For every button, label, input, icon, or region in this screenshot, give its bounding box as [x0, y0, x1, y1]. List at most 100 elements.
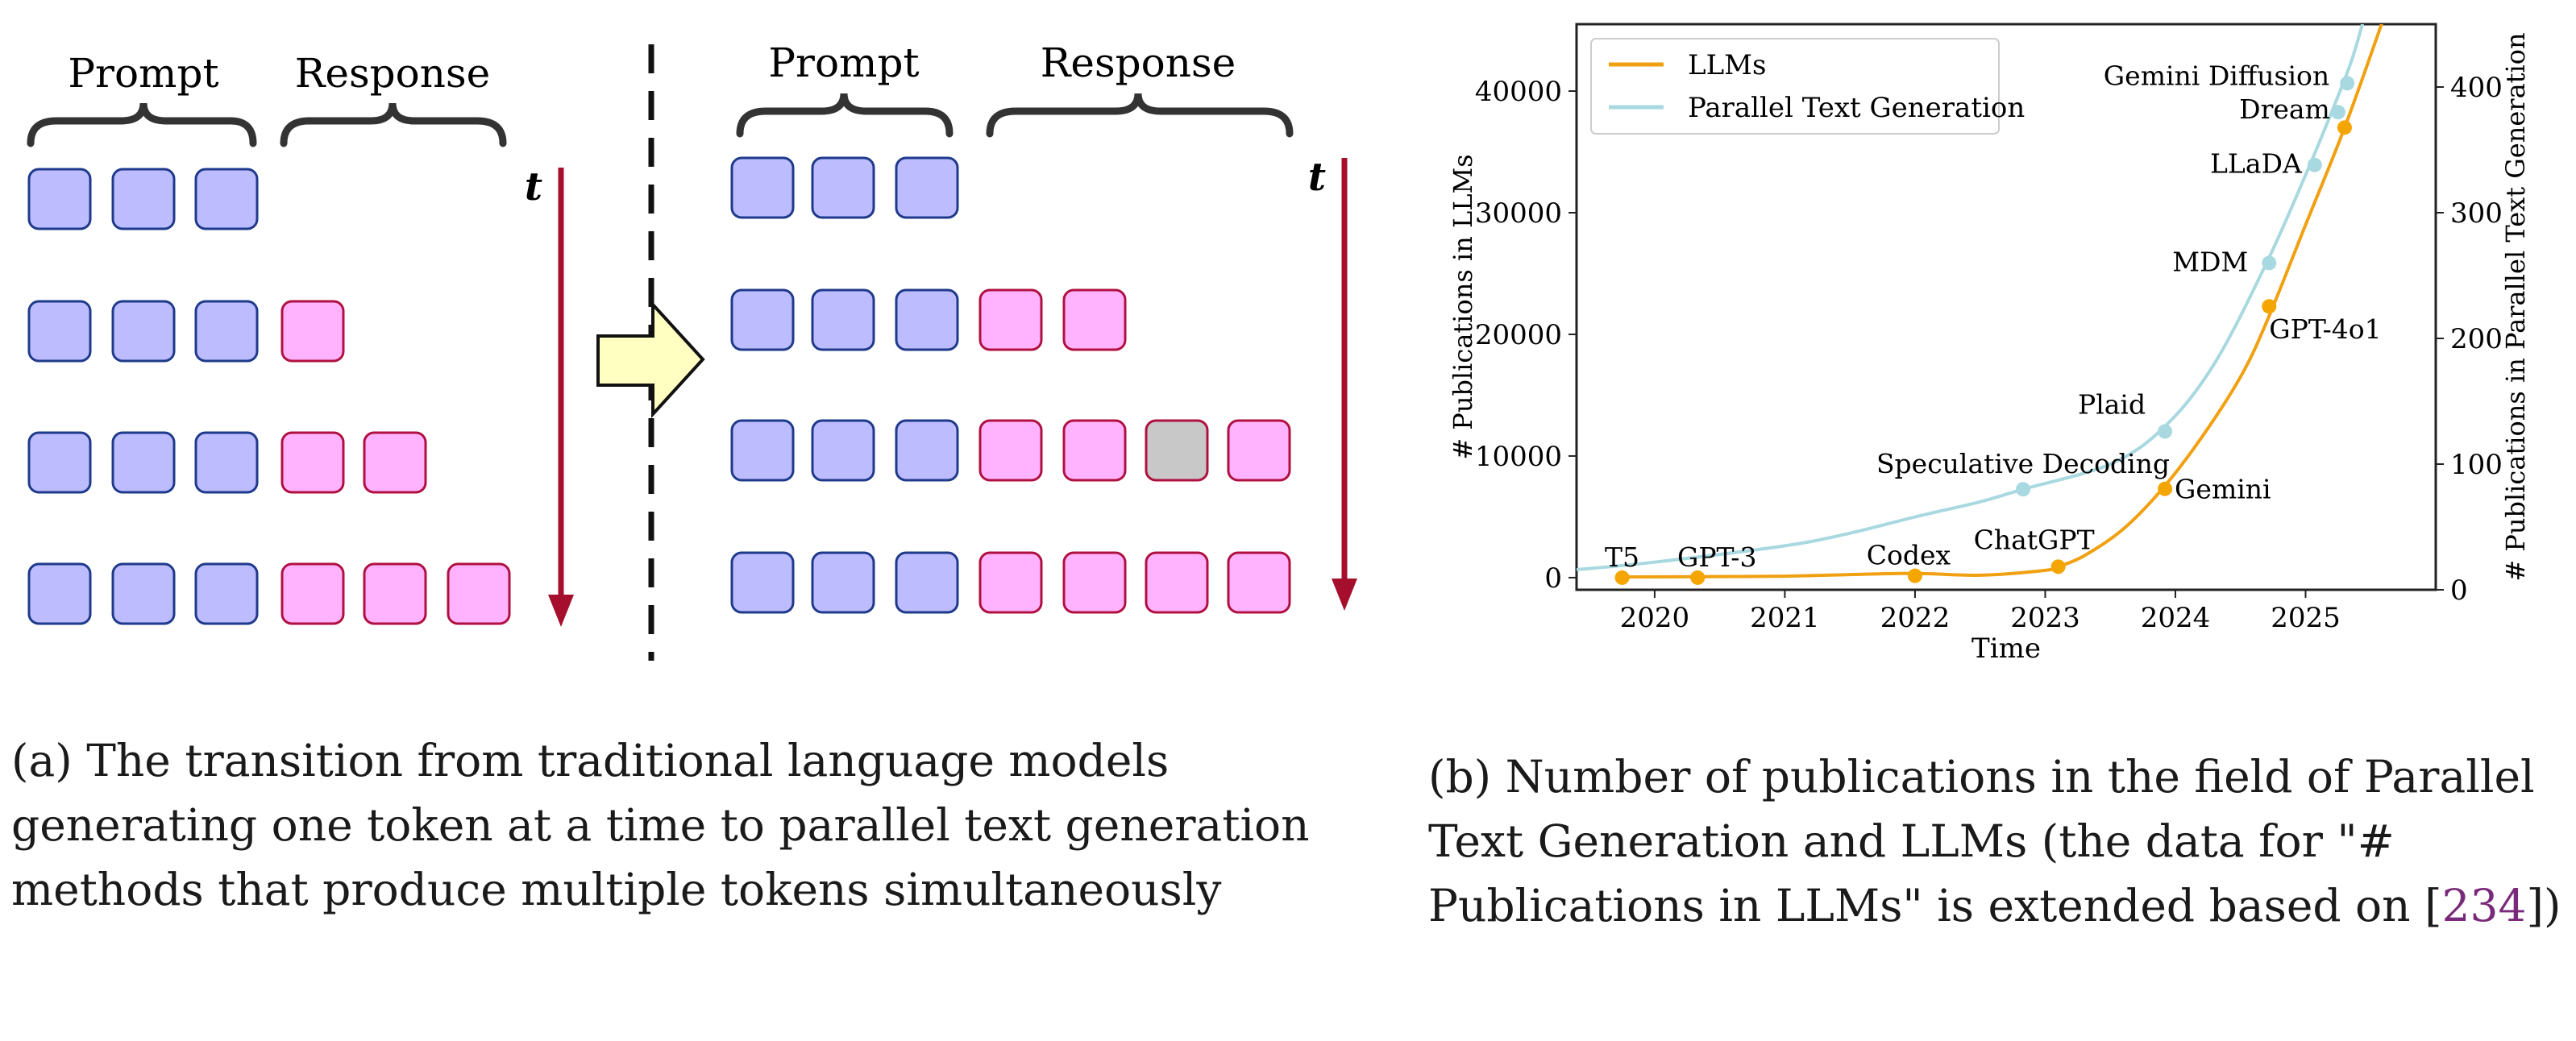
- right-row4-prompt-token: [811, 551, 875, 614]
- point-label: MDM: [2172, 246, 2248, 277]
- llm-data-point: [1907, 568, 1922, 583]
- point-label: LLaDA: [2210, 148, 2303, 180]
- llm-data-point: [2050, 559, 2066, 574]
- left-prompt-brace: [27, 102, 257, 147]
- transition-arrow: [596, 300, 705, 419]
- right-row2-prompt-token: [895, 288, 959, 351]
- llm-data-point: [2337, 120, 2352, 135]
- point-label: T5: [1605, 541, 1639, 573]
- left-time-label: t: [525, 164, 542, 209]
- right-row3-response-token: [1062, 419, 1127, 482]
- left-row4-response-token: [280, 562, 345, 625]
- y-left-tick-label: 30000: [1475, 197, 1562, 230]
- left-row2-prompt-token: [111, 300, 176, 363]
- point-label: GPT-4o1: [2269, 313, 2381, 345]
- right-prompt-brace: [736, 93, 954, 138]
- y-right-tick-label: 0: [2450, 574, 2468, 607]
- caption-b-text-end: ]): [2526, 880, 2561, 931]
- left-row3-prompt-token: [27, 431, 92, 494]
- x-tick-label: 2021: [1750, 602, 1820, 634]
- left-row4-prompt-token: [111, 562, 176, 625]
- left-row3-response-token: [280, 431, 345, 494]
- ptg-series-line: [1577, 24, 2365, 572]
- left-response-header: Response: [295, 50, 490, 97]
- left-row4-prompt-token: [27, 562, 92, 625]
- left-row3-prompt-token: [194, 431, 259, 494]
- point-label: GPT-3: [1677, 541, 1756, 573]
- right-response-brace: [986, 93, 1294, 138]
- right-row3-prompt-token: [730, 419, 795, 482]
- point-label: Plaid: [2078, 388, 2146, 420]
- left-prompt-header: Prompt: [68, 50, 218, 97]
- legend-box: [1590, 38, 2000, 135]
- right-row2-response-token: [1062, 288, 1127, 351]
- left-row4-response-token: [363, 562, 427, 625]
- y-right-tick-label: 100: [2450, 449, 2503, 481]
- legend-ptg-label: Parallel Text Generation: [1688, 92, 2025, 124]
- ptg-data-point: [2158, 424, 2173, 439]
- point-label: Dream: [2239, 93, 2330, 125]
- right-row3-masked-token: [1145, 419, 1209, 482]
- caption-a-tag: (a): [11, 735, 73, 786]
- right-row3-response-token: [978, 419, 1043, 482]
- left-row3-prompt-token: [111, 431, 176, 494]
- legend-llm-label: LLMs: [1688, 49, 1766, 81]
- point-label: Gemini Diffusion: [2104, 60, 2329, 91]
- caption-a: (a) The transition from traditional lang…: [11, 728, 1381, 922]
- y-left-tick-label: 20000: [1475, 319, 1562, 351]
- chart-legend: LLMs Parallel Text Generation: [1590, 38, 2025, 135]
- caption-b: (b) Number of publications in the field …: [1428, 744, 2565, 938]
- right-row4-response-token: [1062, 551, 1127, 614]
- llm-data-point: [1614, 570, 1630, 585]
- y-left-tick-label: 10000: [1475, 441, 1562, 473]
- left-row4-prompt-token: [194, 562, 259, 625]
- right-row2-prompt-token: [730, 288, 795, 351]
- left-row1-prompt-token: [27, 168, 92, 230]
- right-response-header: Response: [1041, 39, 1236, 86]
- right-row3-prompt-token: [811, 419, 875, 482]
- chart-plot-area: [1575, 23, 2437, 591]
- point-label: Codex: [1867, 540, 1951, 571]
- llm-data-point: [1690, 570, 1706, 585]
- y-right-tick-label: 200: [2450, 323, 2503, 355]
- right-row1-prompt-token: [730, 156, 795, 219]
- autoregressive-diagram: Prompt Response t: [27, 50, 574, 627]
- right-row4-response-token: [1145, 551, 1209, 614]
- y-left-axis-label: # Publications in LLMs: [1448, 154, 1478, 459]
- x-tick-label: 2025: [2271, 602, 2341, 634]
- right-row4-response-token: [1227, 551, 1291, 614]
- left-time-arrow-head: [548, 595, 574, 627]
- x-tick-label: 2023: [2010, 602, 2080, 634]
- figure-canvas: Prompt Response t Prompt Response t 2020…: [27, 23, 2531, 665]
- ptg-data-point: [2307, 157, 2322, 172]
- ptg-data-point: [2262, 255, 2277, 271]
- parallel-diagram: Prompt Response t: [730, 39, 1357, 614]
- right-row4-prompt-token: [730, 551, 795, 614]
- right-row1-prompt-token: [811, 156, 875, 219]
- y-left-tick-label: 40000: [1475, 76, 1562, 108]
- y-right-axis-label: # Publications in Parallel Text Generati…: [2500, 32, 2531, 581]
- caption-b-citation[interactable]: 234: [2441, 880, 2527, 931]
- caption-a-text: The transition from traditional language…: [11, 735, 1310, 915]
- right-row2-response-token: [978, 288, 1043, 351]
- left-row3-response-token: [363, 431, 427, 494]
- x-tick-label: 2020: [1620, 602, 1690, 634]
- point-label: ChatGPT: [1974, 524, 2095, 555]
- left-response-brace: [280, 102, 507, 147]
- left-row2-prompt-token: [194, 300, 259, 363]
- x-tick-label: 2022: [1880, 602, 1951, 634]
- caption-b-tag: (b): [1428, 751, 1492, 803]
- right-prompt-header: Prompt: [768, 39, 919, 86]
- y-left-tick-label: 0: [1544, 562, 1562, 595]
- right-time-arrow-head: [1332, 579, 1357, 611]
- left-row4-response-token: [447, 562, 511, 625]
- right-row3-prompt-token: [895, 419, 959, 482]
- ptg-data-point: [2330, 105, 2345, 120]
- y-right-tick-label: 400: [2450, 72, 2503, 104]
- caption-b-text: Number of publications in the field of P…: [1428, 751, 2535, 931]
- right-row3-response-token: [1227, 419, 1291, 482]
- point-label: Gemini: [2175, 474, 2271, 505]
- right-row4-response-token: [978, 551, 1043, 614]
- llm-data-point: [2262, 299, 2277, 314]
